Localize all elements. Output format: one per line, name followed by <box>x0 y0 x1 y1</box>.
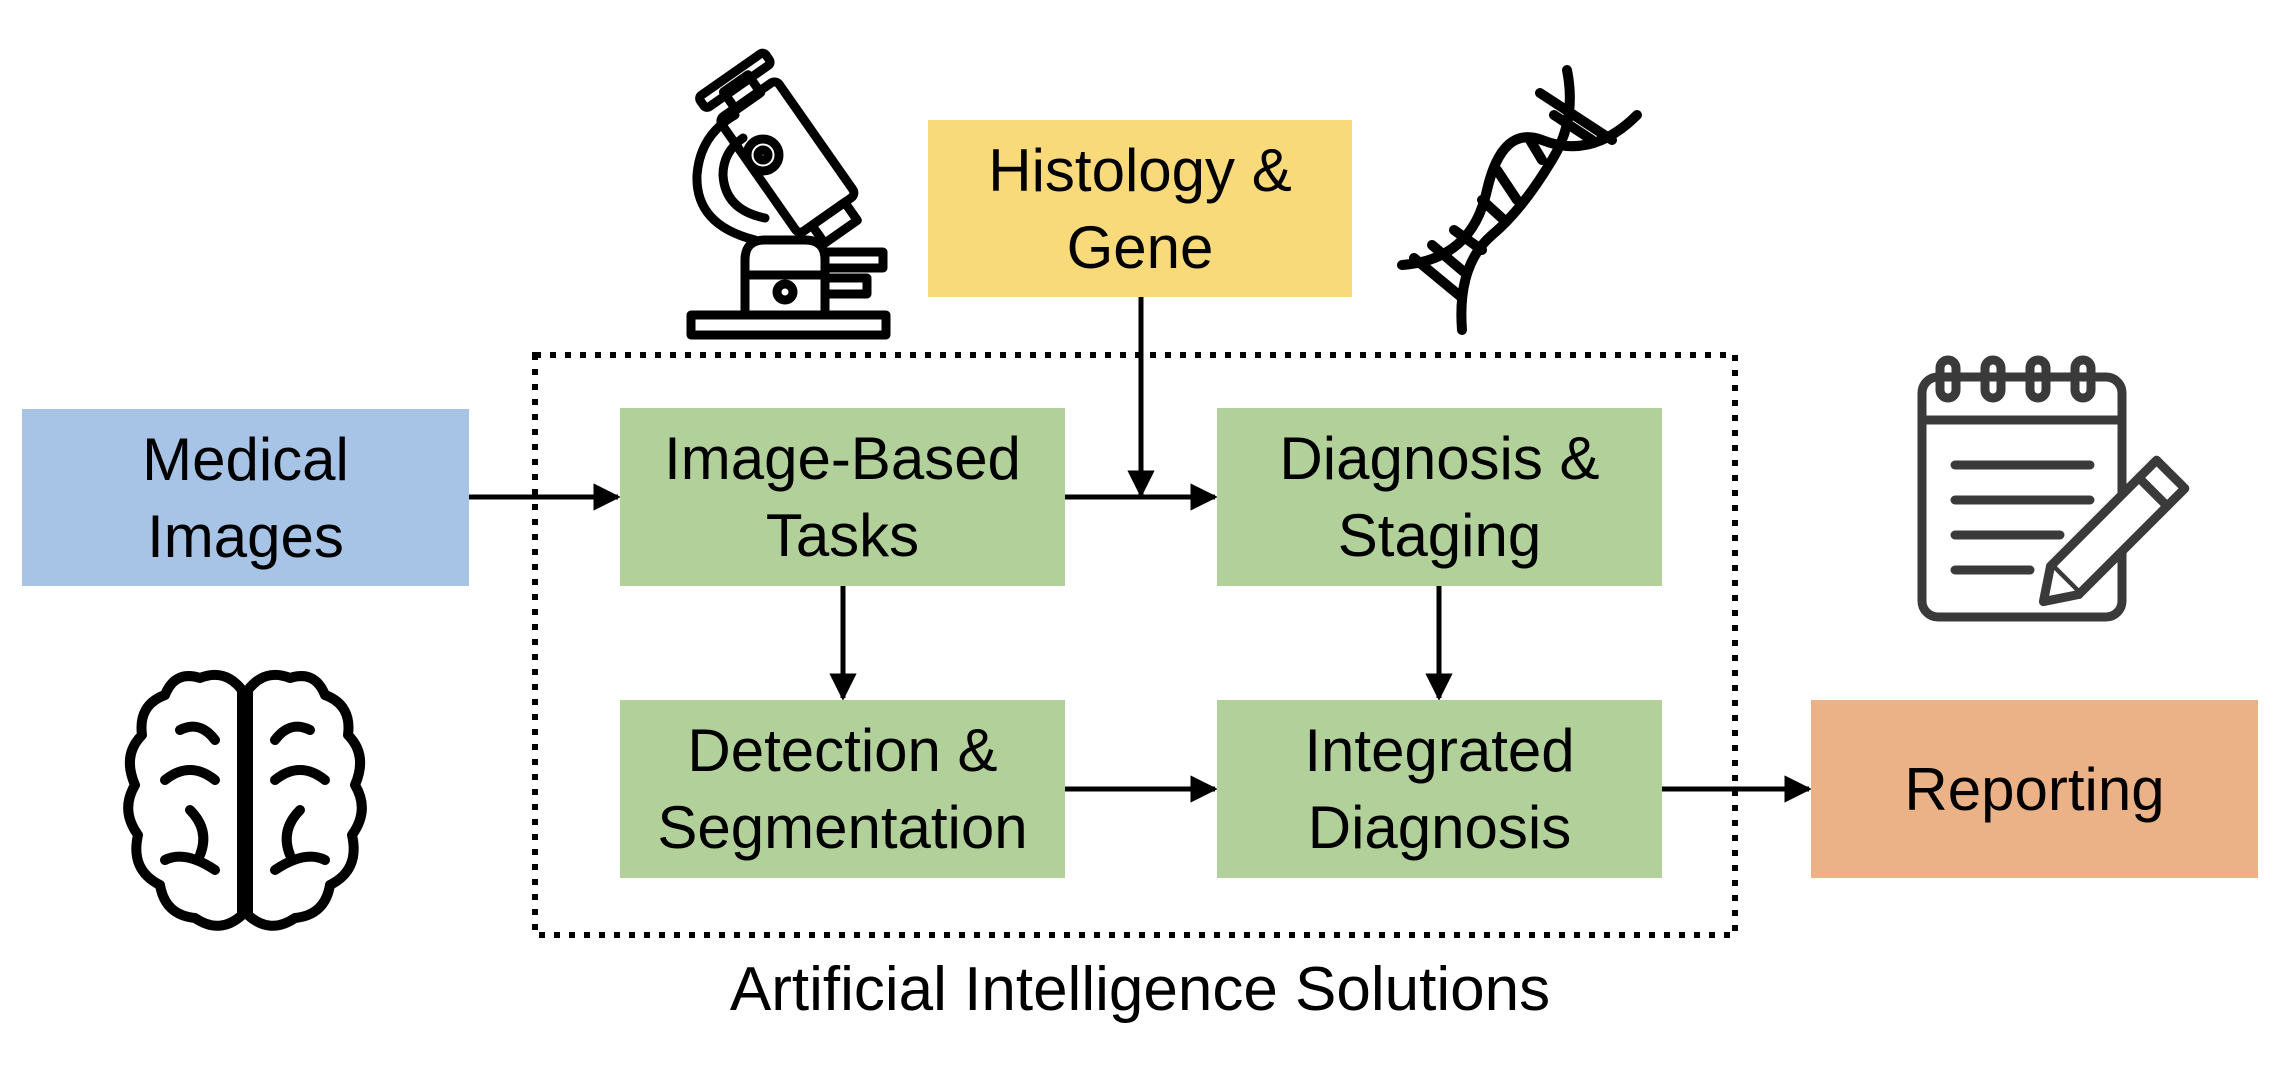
reporting-box: Reporting <box>1811 700 2258 878</box>
integrated-diagnosis-line1: Integrated <box>1304 717 1575 784</box>
detection-segmentation-box: Detection & Segmentation <box>620 700 1065 878</box>
dna-icon <box>1397 65 1642 335</box>
histology-gene-line2: Gene <box>1066 213 1214 281</box>
image-based-tasks-line1: Image-Based <box>664 425 1021 492</box>
microscope-icon <box>686 48 891 340</box>
detection-segmentation-line2: Segmentation <box>657 794 1028 861</box>
diagnosis-staging-line2: Staging <box>1337 502 1542 569</box>
diagnosis-staging-line1: Diagnosis & <box>1279 425 1600 492</box>
medical-images-line2: Images <box>147 502 344 570</box>
histology-gene-box: Histology & Gene <box>928 120 1352 297</box>
detection-segmentation-line1: Detection & <box>687 717 998 784</box>
brain-icon <box>123 670 367 931</box>
medical-images-line1: Medical <box>142 425 349 493</box>
ai-solutions-group-border <box>532 352 1738 938</box>
ai-solutions-caption: Artificial Intelligence Solutions <box>729 955 1551 1024</box>
reporting-label: Reporting <box>1904 755 2165 823</box>
integrated-diagnosis-line2: Diagnosis <box>1307 794 1572 861</box>
image-based-tasks-line2: Tasks <box>765 502 920 569</box>
histology-gene-line1: Histology & <box>988 136 1292 204</box>
diagnosis-staging-box: Diagnosis & Staging <box>1217 408 1662 586</box>
notepad-icon <box>1917 355 2190 622</box>
